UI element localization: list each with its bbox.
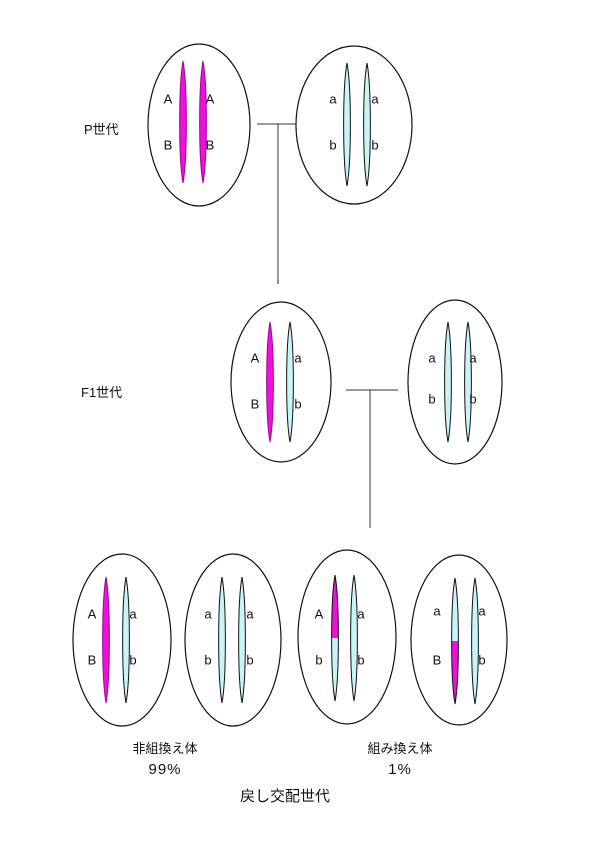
gene-label: a — [469, 350, 477, 365]
gene-label: a — [478, 603, 486, 618]
chromosome — [266, 321, 274, 443]
cell-outline — [230, 301, 332, 463]
cell-f1-right: a b a b — [407, 299, 503, 465]
gene-label: B — [164, 137, 173, 152]
gene-label: a — [246, 606, 254, 621]
chromosome — [199, 60, 207, 184]
chromosome — [363, 62, 371, 187]
cell-outline — [297, 549, 397, 725]
gene-label: a — [129, 606, 137, 621]
cell-outline — [407, 299, 503, 465]
recombinant-label: 組み換え体 — [367, 741, 433, 756]
gene-label: a — [294, 350, 302, 365]
cell-bc-2: a b a b — [184, 553, 282, 727]
cell-bc-3: Ab a b — [297, 549, 397, 725]
gene-label: a — [428, 350, 436, 365]
gene-label: B — [206, 137, 215, 152]
chromosome — [218, 576, 226, 704]
gene-label: A — [206, 91, 215, 106]
cross-connectors — [257, 123, 398, 528]
chromosome — [331, 574, 339, 702]
cell-p-left: A B A B — [147, 43, 251, 207]
gene-label: A — [88, 606, 97, 621]
chromosome — [464, 321, 472, 443]
cell-outline — [72, 553, 172, 727]
nonrecombinant-percent: 99% — [148, 761, 182, 778]
gene-label: B — [88, 652, 97, 667]
chromosome — [444, 321, 452, 443]
gene-label: B — [251, 396, 260, 411]
gene-label: b — [204, 652, 211, 667]
cell-f1-left: A Ba b — [230, 301, 332, 463]
gene-label: a — [204, 606, 212, 621]
chromosome — [238, 576, 246, 704]
backcross-generation-title: 戻し交配世代 — [240, 788, 331, 805]
f1-generation-label: F1世代 — [81, 385, 123, 400]
chromosome — [286, 321, 294, 443]
gene-label: A — [251, 350, 260, 365]
cell-outline — [147, 43, 251, 207]
p-generation-label: P世代 — [84, 122, 119, 137]
chromosome — [122, 576, 130, 704]
gene-label: b — [315, 652, 322, 667]
gene-label: b — [357, 652, 364, 667]
gene-label: a — [357, 606, 365, 621]
gene-label: b — [246, 652, 253, 667]
gene-label: A — [164, 91, 173, 106]
cell-outline — [184, 553, 282, 727]
recombinant-percent: 1% — [388, 761, 412, 778]
gene-label: a — [433, 603, 441, 618]
gene-label: b — [329, 137, 336, 152]
gene-label: b — [294, 396, 301, 411]
chromosome — [343, 62, 351, 187]
cell-bc-4: aBa b — [410, 554, 508, 726]
gene-label: a — [329, 91, 337, 106]
chromosome — [451, 577, 459, 705]
gene-label: b — [428, 391, 435, 406]
gene-label: b — [478, 652, 485, 667]
cell-outline — [410, 554, 508, 726]
gene-label: b — [129, 652, 136, 667]
cell-outline — [295, 45, 413, 205]
gene-label: B — [433, 652, 442, 667]
chromosome — [471, 577, 479, 705]
gene-label: b — [469, 391, 476, 406]
gene-label: A — [315, 606, 324, 621]
cell-bc-1: A Ba b — [72, 553, 172, 727]
chromosome — [350, 574, 358, 702]
gene-label: b — [371, 137, 378, 152]
gene-label: a — [371, 91, 379, 106]
nonrecombinant-label: 非組換え体 — [132, 741, 198, 756]
cell-p-right: a b a b — [295, 45, 413, 205]
chromosome — [179, 60, 187, 184]
chromosome — [102, 576, 110, 704]
